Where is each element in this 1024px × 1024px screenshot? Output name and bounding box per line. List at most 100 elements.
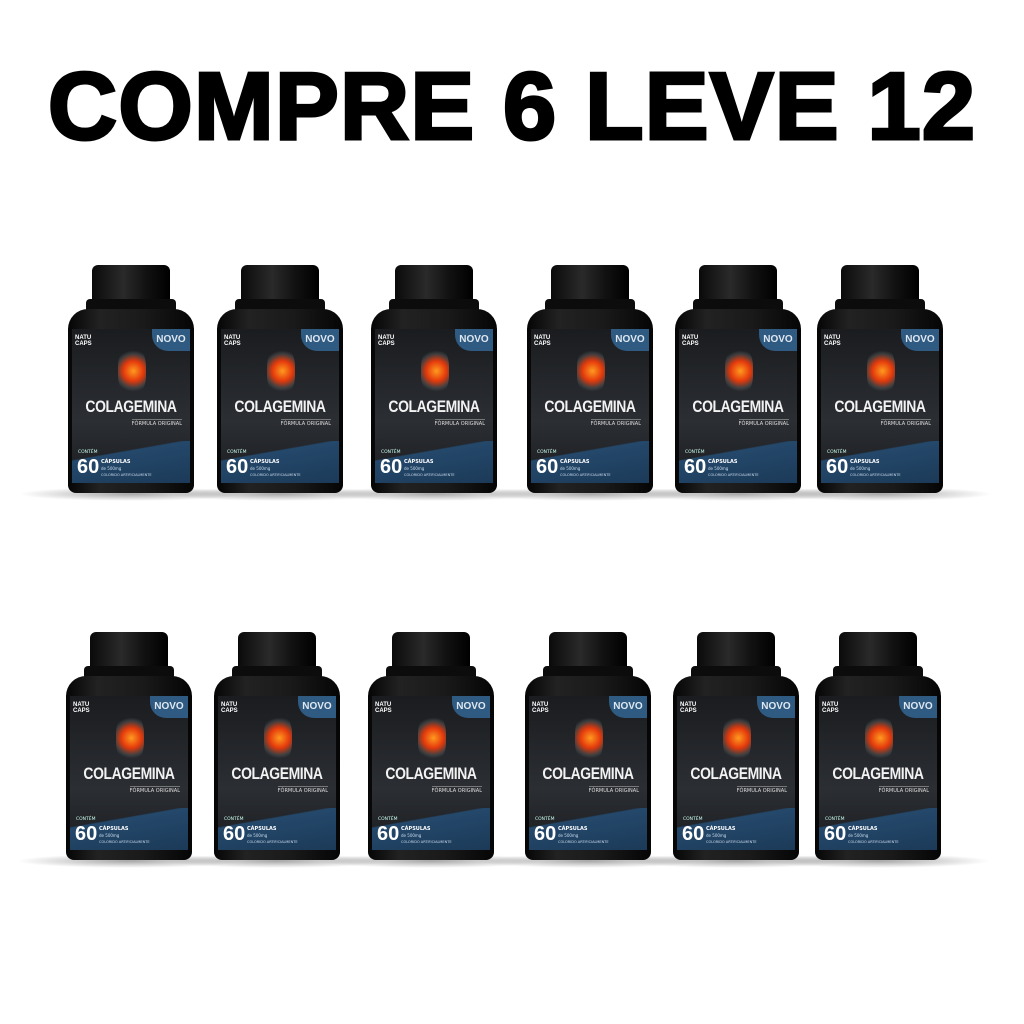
new-badge: NOVO: [455, 329, 493, 351]
brand-logo: NATU CAPS: [822, 702, 839, 714]
brand-logo: NATU CAPS: [534, 335, 551, 347]
knee-joint-icon: [421, 347, 449, 395]
label-band: [529, 808, 647, 850]
capsule-dose: de 500mg: [560, 466, 581, 471]
capsule-unit: CÁPSULAS: [401, 826, 431, 832]
bottle-body: NATU CAPS NOVO COLAGEMINA FÓRMULA ORIGIN…: [368, 676, 494, 860]
bottle-cap: [549, 632, 627, 668]
product-name: COLAGEMINA: [85, 397, 177, 416]
product-label: NATU CAPS NOVO COLAGEMINA FÓRMULA ORIGIN…: [218, 696, 336, 850]
brand-logo: NATU CAPS: [75, 335, 92, 347]
brand-logo: NATU CAPS: [73, 702, 90, 714]
capsule-count: 60: [75, 823, 98, 845]
color-note: COLORIDO ARTIFICIALMENTE: [401, 840, 452, 844]
product-name: COLAGEMINA: [388, 397, 480, 416]
product-label: NATU CAPS NOVO COLAGEMINA FÓRMULA ORIGIN…: [821, 329, 939, 483]
product-label: NATU CAPS NOVO COLAGEMINA FÓRMULA ORIGIN…: [531, 329, 649, 483]
knee-joint-icon: [867, 347, 895, 395]
bottle-body: NATU CAPS NOVO COLAGEMINA FÓRMULA ORIGIN…: [815, 676, 941, 860]
knee-joint-icon: [116, 714, 144, 762]
product-subtitle: FÓRMULA ORIGINAL: [277, 786, 328, 794]
knee-joint-icon: [577, 347, 605, 395]
label-band: [821, 441, 939, 483]
bottle-cap: [238, 632, 316, 668]
brand-logo: NATU CAPS: [682, 335, 699, 347]
product-name: COLAGEMINA: [385, 764, 477, 783]
promo-headline: COMPRE 6 LEVE 12: [46, 52, 977, 162]
brand-logo: NATU CAPS: [680, 702, 697, 714]
capsule-dose: de 500mg: [99, 833, 120, 838]
capsule-count: 60: [377, 823, 400, 845]
new-badge: NOVO: [301, 329, 339, 351]
product-name: COLAGEMINA: [692, 397, 784, 416]
capsule-unit: CÁPSULAS: [99, 826, 129, 832]
color-note: COLORIDO ARTIFICIALMENTE: [560, 473, 611, 477]
product-subtitle: FÓRMULA ORIGINAL: [431, 786, 482, 794]
knee-joint-icon: [865, 714, 893, 762]
color-note: COLORIDO ARTIFICIALMENTE: [708, 473, 759, 477]
capsule-count: 60: [684, 456, 707, 478]
knee-joint-icon: [267, 347, 295, 395]
capsule-dose: de 500mg: [706, 833, 727, 838]
color-note: COLORIDO ARTIFICIALMENTE: [558, 840, 609, 844]
product-bottle: NATU CAPS NOVO COLAGEMINA FÓRMULA ORIGIN…: [765, 632, 991, 868]
bottle-body: NATU CAPS NOVO COLAGEMINA FÓRMULA ORIGIN…: [675, 309, 801, 493]
brand-logo: NATU CAPS: [224, 335, 241, 347]
contains-label: CONTÉM: [78, 450, 98, 455]
knee-joint-icon: [725, 347, 753, 395]
product-subtitle: FÓRMULA ORIGINAL: [129, 786, 180, 794]
new-badge: NOVO: [150, 696, 188, 718]
product-subtitle: FÓRMULA ORIGINAL: [131, 419, 182, 427]
bottle-cap: [699, 265, 777, 301]
capsule-count: 60: [826, 456, 849, 478]
color-note: COLORIDO ARTIFICIALMENTE: [850, 473, 901, 477]
product-bottle: NATU CAPS NOVO COLAGEMINA FÓRMULA ORIGIN…: [321, 265, 547, 501]
product-name: COLAGEMINA: [834, 397, 926, 416]
product-label: NATU CAPS NOVO COLAGEMINA FÓRMULA ORIGIN…: [372, 696, 490, 850]
product-bottle: NATU CAPS NOVO COLAGEMINA FÓRMULA ORIGIN…: [477, 265, 703, 501]
capsule-dose: de 500mg: [558, 833, 579, 838]
new-badge: NOVO: [298, 696, 336, 718]
capsule-unit: CÁPSULAS: [404, 459, 434, 465]
capsule-count: 60: [380, 456, 403, 478]
capsule-dose: de 500mg: [708, 466, 729, 471]
contains-label: CONTÉM: [381, 450, 401, 455]
new-badge: NOVO: [609, 696, 647, 718]
capsule-dose: de 500mg: [401, 833, 422, 838]
capsule-count: 60: [77, 456, 100, 478]
capsule-dose: de 500mg: [247, 833, 268, 838]
product-label: NATU CAPS NOVO COLAGEMINA FÓRMULA ORIGIN…: [677, 696, 795, 850]
capsule-unit: CÁPSULAS: [708, 459, 738, 465]
knee-joint-icon: [418, 714, 446, 762]
bottle-body: NATU CAPS NOVO COLAGEMINA FÓRMULA ORIGIN…: [817, 309, 943, 493]
new-badge: NOVO: [759, 329, 797, 351]
capsule-dose: de 500mg: [101, 466, 122, 471]
color-note: COLORIDO ARTIFICIALMENTE: [404, 473, 455, 477]
product-bottle: NATU CAPS NOVO COLAGEMINA FÓRMULA ORIGIN…: [767, 265, 993, 501]
contains-label: CONTÉM: [227, 450, 247, 455]
product-label: NATU CAPS NOVO COLAGEMINA FÓRMULA ORIGIN…: [72, 329, 190, 483]
knee-joint-icon: [575, 714, 603, 762]
product-name: COLAGEMINA: [690, 764, 782, 783]
capsule-count: 60: [824, 823, 847, 845]
brand-logo: NATU CAPS: [824, 335, 841, 347]
label-band: [372, 808, 490, 850]
product-name: COLAGEMINA: [544, 397, 636, 416]
new-badge: NOVO: [452, 696, 490, 718]
capsule-unit: CÁPSULAS: [247, 826, 277, 832]
product-bottle: NATU CAPS NOVO COLAGEMINA FÓRMULA ORIGIN…: [318, 632, 544, 868]
product-bottle: NATU CAPS NOVO COLAGEMINA FÓRMULA ORIGIN…: [18, 265, 244, 501]
bottle-cap: [241, 265, 319, 301]
label-band: [218, 808, 336, 850]
new-badge: NOVO: [899, 696, 937, 718]
product-name: COLAGEMINA: [234, 397, 326, 416]
bottle-cap: [392, 632, 470, 668]
brand-logo: NATU CAPS: [532, 702, 549, 714]
label-band: [70, 808, 188, 850]
bottle-cap: [395, 265, 473, 301]
brand-logo: NATU CAPS: [221, 702, 238, 714]
product-label: NATU CAPS NOVO COLAGEMINA FÓRMULA ORIGIN…: [529, 696, 647, 850]
bottle-body: NATU CAPS NOVO COLAGEMINA FÓRMULA ORIGIN…: [214, 676, 340, 860]
contains-label: CONTÉM: [683, 817, 703, 822]
label-band: [677, 808, 795, 850]
